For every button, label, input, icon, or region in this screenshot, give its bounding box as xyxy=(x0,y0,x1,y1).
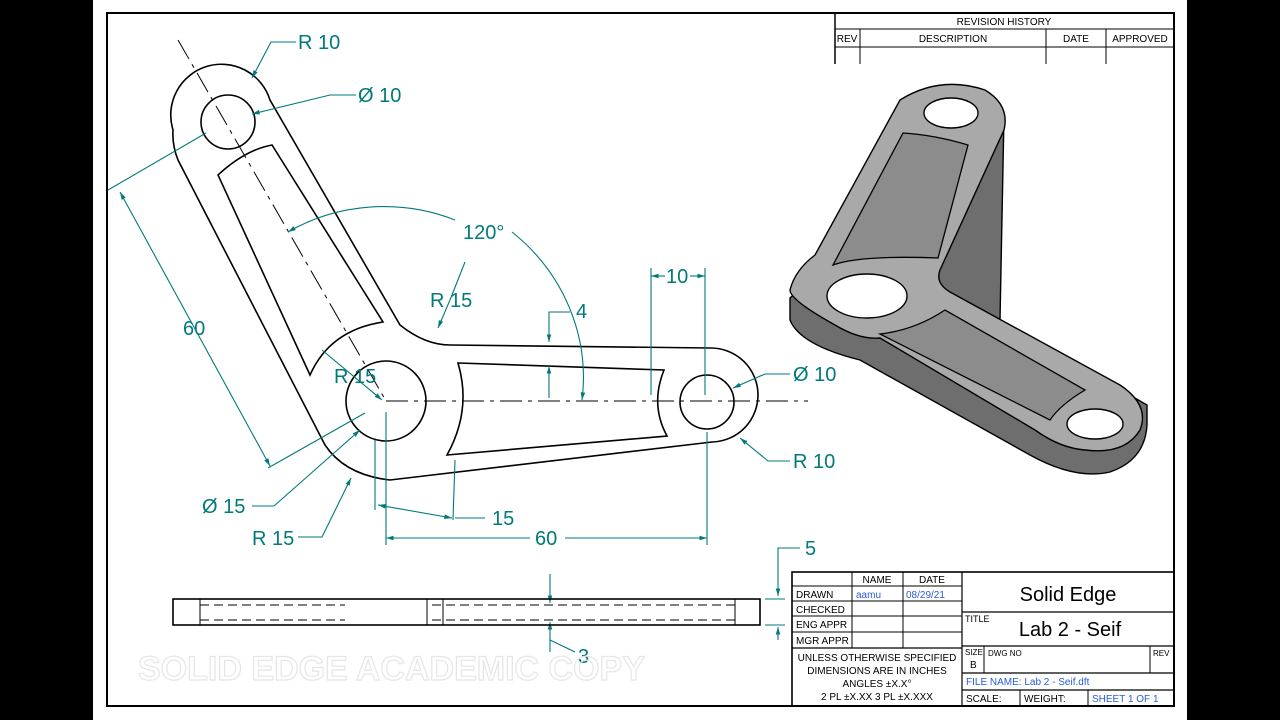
dim-dia10-right: Ø 10 xyxy=(793,364,836,386)
note-line-1: UNLESS OTHERWISE SPECIFIED xyxy=(798,653,957,664)
size-value: B xyxy=(970,660,977,671)
mgr-appr-label: MGR APPR xyxy=(796,636,849,647)
drawn-name: aamu xyxy=(856,590,881,601)
date-column-header: DATE xyxy=(1063,34,1089,45)
dim-r10-top: R 10 xyxy=(298,32,340,54)
scale-label: SCALE: xyxy=(966,694,1002,705)
file-name: FILE NAME: Lab 2 - Seif.dft xyxy=(966,677,1090,688)
dim-dia10-top: Ø 10 xyxy=(358,85,401,107)
company-name: Solid Edge xyxy=(1020,584,1117,606)
date-header: DATE xyxy=(919,575,945,586)
note-line-3: ANGLES ±X.X° xyxy=(843,679,912,690)
title-block xyxy=(791,571,1175,707)
dim-dia15: Ø 15 xyxy=(202,496,245,518)
revision-history-block: REVISION HISTORY REV DESCRIPTION DATE AP… xyxy=(834,13,1174,64)
isometric-view xyxy=(789,83,1148,475)
description-column-header: DESCRIPTION xyxy=(919,34,987,45)
dwg-no-label: DWG NO xyxy=(988,649,1022,658)
drawn-date: 08/29/21 xyxy=(906,590,945,601)
dim-60-bottom: 60 xyxy=(535,528,557,550)
dim-4: 4 xyxy=(576,301,587,323)
dim-60-left: 60 xyxy=(183,318,205,340)
dim-15: 15 xyxy=(492,508,514,530)
drawn-label: DRAWN xyxy=(796,590,833,601)
name-header: NAME xyxy=(863,575,892,586)
rev-label: REV xyxy=(1153,649,1170,658)
drawing-title: Lab 2 - Seif xyxy=(1019,619,1122,641)
dimension-texts: R 10 Ø 10 120° R 15 10 4 60 R 15 Ø 10 R … xyxy=(183,32,836,668)
drawing-sheet: REVISION HISTORY REV DESCRIPTION DATE AP… xyxy=(93,0,1187,720)
watermark-text: SOLID EDGE ACADEMIC COPY xyxy=(138,650,645,688)
note-line-2: DIMENSIONS ARE IN INCHES xyxy=(807,666,947,677)
dimension-lines xyxy=(107,41,800,653)
dim-r15-inner: R 15 xyxy=(430,290,472,312)
note-line-4: 2 PL ±X.XX 3 PL ±X.XXX xyxy=(821,692,933,703)
revision-history-title: REVISION HISTORY xyxy=(957,17,1052,28)
dim-5: 5 xyxy=(805,538,816,560)
checked-label: CHECKED xyxy=(796,605,845,616)
dim-r15-bottom: R 15 xyxy=(252,528,294,550)
dim-10-top-right: 10 xyxy=(666,266,688,288)
sheet-number: SHEET 1 OF 1 xyxy=(1092,694,1159,705)
approved-column-header: APPROVED xyxy=(1112,34,1168,45)
eng-appr-label: ENG APPR xyxy=(796,620,847,631)
title-block-texts: NAME DATE DRAWN aamu 08/29/21 CHECKED EN… xyxy=(796,575,1170,705)
size-label: SIZE xyxy=(965,648,983,657)
dim-3: 3 xyxy=(578,646,589,668)
dim-r15-center: R 15 xyxy=(334,366,376,388)
weight-label: WEIGHT: xyxy=(1024,694,1066,705)
dim-angle-120: 120° xyxy=(463,222,504,244)
rev-column-header: REV xyxy=(837,34,858,45)
title-label: TITLE xyxy=(965,614,990,624)
drawing-canvas: REVISION HISTORY REV DESCRIPTION DATE AP… xyxy=(106,12,1175,707)
side-view xyxy=(172,598,761,626)
dim-r10-right: R 10 xyxy=(793,451,835,473)
sheet-border xyxy=(106,12,1175,707)
center-lines xyxy=(177,39,808,402)
